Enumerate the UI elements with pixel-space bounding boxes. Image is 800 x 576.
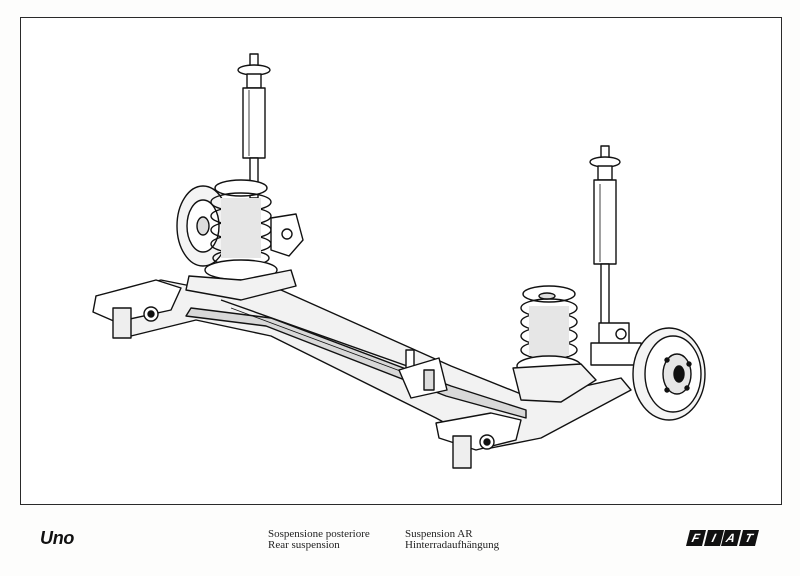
- caption-line: Suspension AR: [405, 528, 473, 540]
- caption-line: Sospensione posteriore: [268, 528, 370, 540]
- brake-drum-right: [590, 327, 706, 421]
- logo-letter: A: [721, 530, 741, 546]
- rear-suspension-drawing: [92, 53, 706, 469]
- illustration-frame: [20, 17, 782, 505]
- brake-drum-left: [176, 185, 230, 267]
- model-name: Uno: [40, 528, 75, 548]
- coil-spring-left: [185, 179, 304, 301]
- caption-line: Hinterradaufhängung: [405, 539, 500, 551]
- coil-spring-right: [512, 285, 597, 403]
- logo-letter: F: [686, 530, 706, 546]
- shock-absorber-right: [589, 145, 630, 346]
- shock-absorber-left: [237, 53, 271, 199]
- caption-line: Rear suspension: [268, 539, 340, 551]
- logo-letter: T: [738, 530, 758, 546]
- caption-french-german: Suspension AR Hinterradaufhängung: [405, 529, 499, 551]
- caption-italian-english: Sospensione posteriore Rear suspension: [268, 529, 370, 551]
- crossbeam: [92, 279, 632, 469]
- logo-letter: I: [703, 530, 723, 546]
